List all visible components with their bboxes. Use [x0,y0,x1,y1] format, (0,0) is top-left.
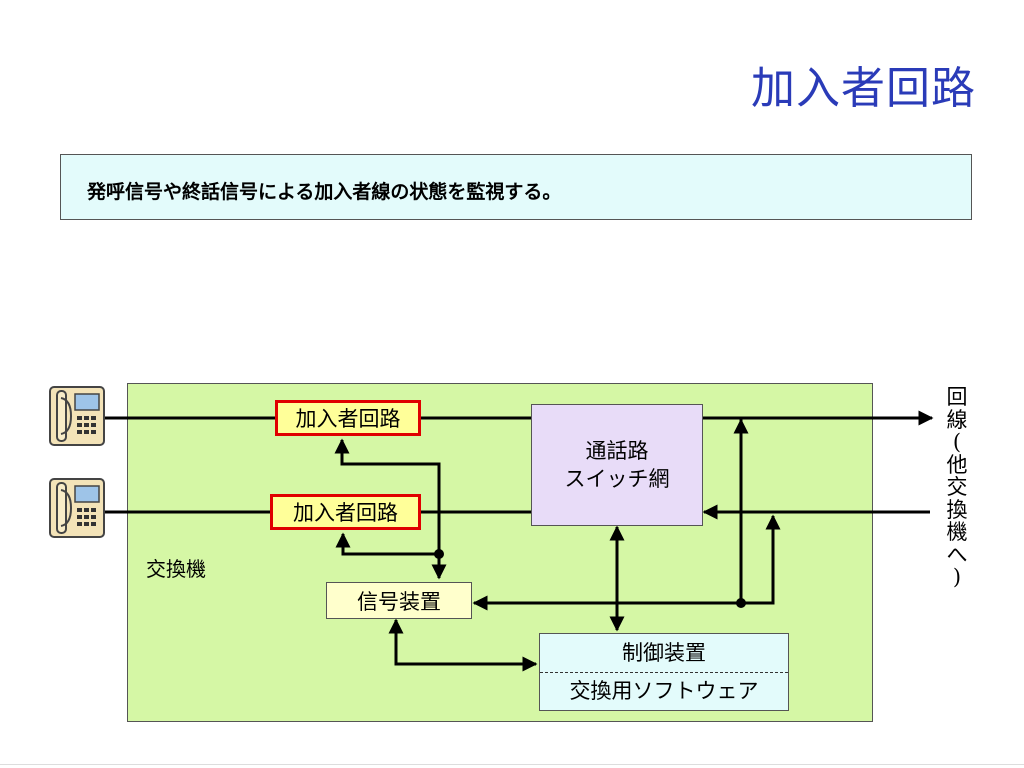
exchange-software-label: 交換用ソフトウェア [569,678,759,703]
switch-network-line2: スイッチ網 [564,467,670,491]
trunk-label: 回 線 ( 他 交 換 機 へ ) [942,386,972,589]
trunk-label-char: 回 [946,385,968,409]
telephone-icon [49,478,105,538]
trunk-label-char: 換 [946,497,968,522]
signal-device-label: 信号装置 [357,589,441,614]
telephone-icon [49,386,105,446]
exchange-label: 交換機 [146,557,206,581]
trunk-label-char: へ [946,542,968,567]
subscriber-circuit-1-label: 加入者回路 [295,407,401,431]
trunk-label-char: 他 [946,452,968,477]
trunk-label-char: 機 [946,520,968,544]
trunk-label-char: ) [952,565,962,589]
trunk-label-char: ( [952,430,962,454]
switch-network: 通話路 スイッチ網 [531,404,703,526]
page-title: 加入者回路 [751,63,976,114]
trunk-label-char: 交 [946,475,968,499]
signal-control-link [388,618,538,672]
signal-device: 信号装置 [326,582,472,619]
junction-dot-left [434,549,444,559]
description-text: 発呼信号や終話信号による加入者線の状態を監視する。 [87,181,562,203]
trunk-label-char: 線 [946,407,968,432]
subscriber-circuit-1: 加入者回路 [275,400,421,436]
footer-divider [0,764,1024,765]
signal-to-circuit1 [334,438,441,554]
subscriber-circuit-2: 加入者回路 [270,494,421,530]
control-device-label: 制御装置 [540,635,788,673]
signal-to-trunk-in [741,514,781,605]
junction-dot-right [736,598,746,608]
control-device: 制御装置 交換用ソフトウェア [539,633,789,711]
signal-to-circuit2 [335,532,439,556]
description-banner: 発呼信号や終話信号による加入者線の状態を監視する。 [60,154,972,220]
switch-network-line1: 通話路 [585,439,649,463]
subscriber-circuit-2-label: 加入者回路 [293,501,398,525]
